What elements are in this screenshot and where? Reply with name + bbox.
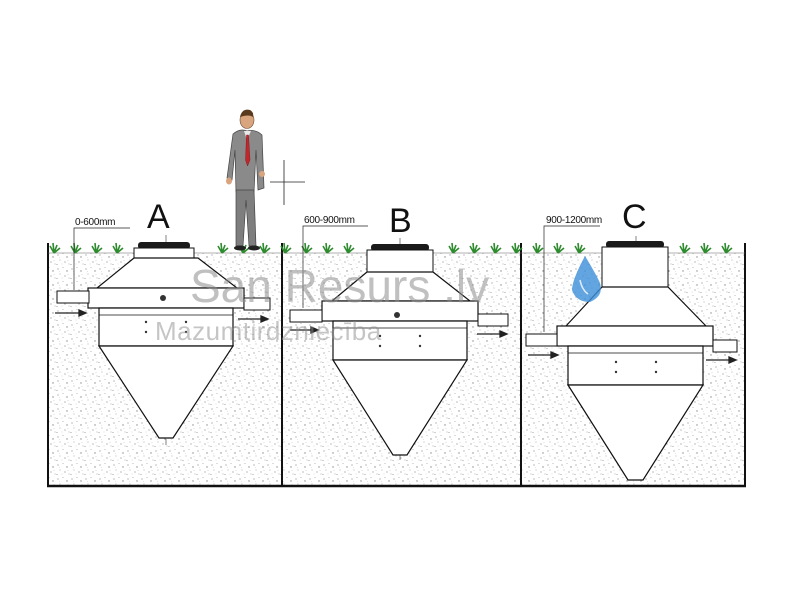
- depth-leader-lines: [73, 225, 600, 332]
- grass-tuft: [301, 242, 313, 254]
- grass-tuft: [553, 242, 565, 254]
- grass-tuft: [469, 242, 481, 254]
- tank-b-depth-label: 600-900mm: [304, 215, 355, 226]
- grass-tuft: [490, 242, 502, 254]
- tank-a-label: A: [147, 198, 170, 236]
- tank-c: [525, 236, 738, 481]
- watermark: San Resurs .lv Mazumtirdzniecība: [155, 256, 601, 346]
- grass-tuft: [679, 242, 691, 254]
- grass-tuft: [511, 242, 523, 254]
- tank-c-depth-label: 900-1200mm: [546, 215, 602, 226]
- watermark-title: San Resurs .lv: [190, 260, 489, 312]
- grass-tuft: [574, 242, 586, 254]
- tank-a-depth-label: 0-600mm: [75, 217, 115, 228]
- grass-tuft: [49, 242, 61, 254]
- water-drop-icon: [572, 256, 601, 302]
- grass-tuft: [259, 242, 271, 254]
- grass-tuft: [322, 242, 334, 254]
- tank-b-label: B: [389, 202, 412, 240]
- grass-tuft: [112, 242, 124, 254]
- tank-a: [56, 235, 271, 445]
- person-figure: [226, 109, 265, 251]
- watermark-subtitle: Mazumtirdzniecība: [155, 316, 382, 346]
- grass-tuft: [280, 242, 292, 254]
- grass-tuft: [700, 242, 712, 254]
- grass-tuft: [70, 242, 82, 254]
- crosshair-marker-icon: [270, 160, 305, 205]
- grass-tuft: [91, 242, 103, 254]
- flow-arrows: [55, 309, 738, 364]
- grass-tuft: [343, 242, 355, 254]
- tank-c-label: C: [622, 198, 647, 236]
- grass-tuft: [448, 242, 460, 254]
- tank-b: [289, 238, 509, 460]
- grass-tuft: [721, 242, 733, 254]
- grass-strip: [49, 242, 733, 254]
- grass-tuft: [532, 242, 544, 254]
- grass-tuft: [217, 242, 229, 254]
